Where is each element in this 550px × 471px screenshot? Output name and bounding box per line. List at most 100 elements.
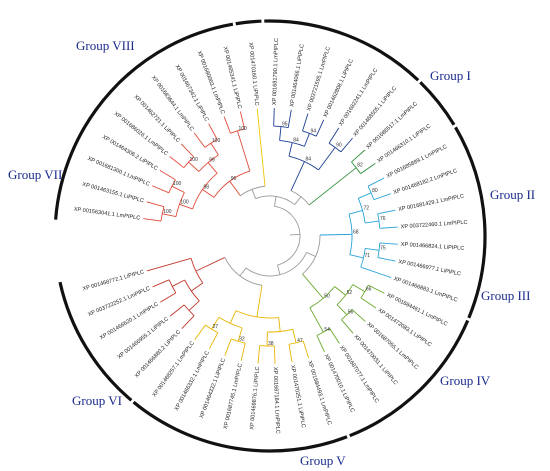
tree-branch (288, 142, 293, 157)
tree-branch (336, 284, 354, 306)
tree-branch (302, 340, 310, 359)
tree-branch (191, 282, 204, 292)
bootstrap-value: 80 (372, 188, 378, 194)
tree-branch (256, 108, 266, 187)
tree-branch (210, 142, 219, 156)
tree-branch (184, 279, 200, 302)
bootstrap-value: 100 (238, 126, 247, 132)
tree-branch (351, 149, 366, 163)
group-label-g6: Group VI (72, 393, 122, 408)
bootstrap-value: 56 (348, 310, 354, 316)
tree-branch (169, 304, 185, 317)
tree-branch (180, 143, 194, 158)
bootstrap-value: 95 (282, 122, 288, 128)
tree-branch (294, 196, 302, 205)
leaf-label: XP 001463155.1 LiPIPLC (81, 182, 144, 205)
group-arc-g7 (132, 400, 348, 453)
group-label-g5: Group V (300, 453, 346, 468)
tree-branch (146, 201, 165, 208)
bootstrap-value: 84 (293, 138, 299, 144)
tree-branch (193, 132, 206, 148)
tree-branch (351, 309, 366, 322)
tree-branch (172, 279, 185, 287)
tree-branch (251, 189, 257, 199)
bootstrap-value: 100 (163, 209, 172, 215)
bootstrap-value: 71 (364, 253, 370, 259)
leaf-label: XP 001465341.1 LiPIPLC (222, 46, 243, 109)
tree-branch (146, 257, 192, 272)
tree-branch (183, 156, 194, 168)
bootstrap-value: 27 (212, 324, 218, 330)
tree-branch (273, 108, 275, 127)
bootstrap-value: 76 (380, 216, 386, 222)
tree-branch (340, 137, 353, 153)
tree-branch (168, 179, 176, 193)
tree-branch (237, 130, 251, 172)
tree-branch (169, 156, 185, 169)
tree-branch (274, 196, 277, 207)
tree-branch (143, 218, 162, 222)
tree-branch (183, 304, 195, 316)
group-arc-bands (54, 19, 487, 453)
tree-branch (304, 133, 310, 147)
tree-branch (289, 234, 300, 236)
tree-branch (188, 300, 200, 311)
leaf-label: XP 001687184.1 LmPIPLC (272, 367, 281, 434)
tree-branch (229, 180, 241, 196)
tree-branch (208, 123, 218, 140)
tree-branch (318, 147, 336, 171)
tree-branch (202, 189, 215, 198)
tree-branch (306, 251, 316, 257)
bootstrap-value: 100 (173, 181, 182, 187)
tree-branch (229, 310, 237, 324)
tree-branch (377, 257, 396, 262)
bootstrap-value: 100 (180, 199, 189, 205)
tree-branch (349, 254, 364, 259)
tree-branch (379, 242, 398, 245)
bootstrap-labels: 1001001001001001009998969594908484828076… (163, 122, 386, 347)
tree-branch (316, 335, 325, 353)
bootstrap-value: 47 (297, 338, 303, 344)
tree-branch (204, 139, 218, 148)
group-arc-g3 (264, 19, 420, 82)
leaf-label: XP 003721595.1 LmPIPLC (306, 46, 332, 112)
tree-branch (348, 214, 353, 255)
tree-branch (194, 324, 206, 340)
tree-branch (223, 116, 231, 134)
tree-branch (290, 161, 305, 191)
tree-branch (367, 177, 385, 187)
group-label-g3: Group III (481, 288, 530, 303)
group-label-g2: Group II (490, 187, 535, 202)
leaf-label: XP 001466977.1 LiPIPLC (398, 259, 462, 277)
tree-branch (190, 258, 204, 284)
leaf-label: XP 001466824.1 LiPIPLC (401, 242, 465, 252)
tree-branch (255, 195, 296, 205)
tree-branch (360, 162, 376, 174)
tree-branch (379, 226, 398, 229)
tree-branch (162, 213, 177, 218)
tree-branch (336, 304, 348, 316)
tree-branch (329, 328, 340, 344)
leaf-label: XP 001470251.1 LiPIPLC (289, 365, 306, 429)
group-arc-g2 (235, 19, 262, 26)
tree-branch (302, 235, 321, 275)
tree-branch (367, 185, 375, 200)
tree-branch (341, 319, 354, 334)
group-arc-g6 (349, 319, 470, 438)
group-arc-g4 (419, 81, 456, 126)
tree-branch (256, 285, 263, 318)
bootstrap-value: 90 (336, 142, 342, 148)
group-label-g8: Group VIII (76, 38, 135, 53)
bootstrap-value: 99 (209, 158, 215, 164)
tree-branch (245, 252, 307, 277)
bootstrap-value: 52 (347, 290, 353, 296)
tree-branch (365, 220, 380, 224)
tree-branch (208, 332, 219, 349)
bootstrap-value: 72 (364, 205, 370, 211)
tree-branch (257, 345, 261, 364)
leaf-label: XP 001684493.1 LmPIPLC (306, 360, 332, 426)
tree-branch (302, 273, 324, 299)
tree-branch (357, 198, 366, 223)
tree-branch (160, 292, 177, 303)
